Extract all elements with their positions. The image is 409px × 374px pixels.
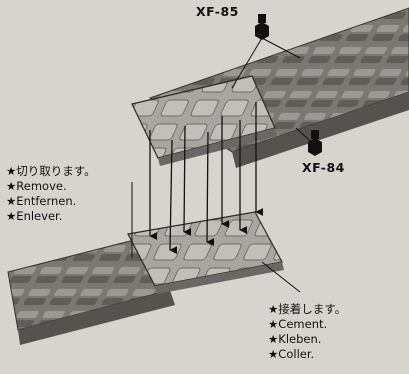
upper-pad-part (131, 75, 277, 166)
paint-code-top: XF-85 (196, 4, 239, 19)
cement-instructions: ★接着します。 ★Cement. ★Kleben. ★Coller. (268, 302, 346, 362)
remove-instruction-en: ★Remove. (6, 179, 67, 193)
remove-instruction-de: ★Entfernen. (6, 194, 77, 208)
paint-bottle-icon (308, 130, 322, 156)
leader-lines (131, 37, 319, 293)
remove-instruction-fr: ★Enlever. (6, 209, 63, 223)
arrow-icon (183, 125, 192, 236)
cement-instruction-ja: ★接着します。 (268, 302, 347, 316)
cement-instruction-fr: ★Coller. (268, 347, 315, 361)
cement-instruction-en: ★Cement. (268, 317, 328, 331)
paint-code-right: XF-84 (302, 160, 345, 175)
remove-instructions: ★切り取ります。 ★Remove. ★Entfernen. ★Enlever. (6, 164, 96, 224)
placement-arrows (149, 102, 264, 255)
paint-bottle-icon (255, 14, 269, 40)
cement-instruction-de: ★Kleben. (268, 332, 322, 346)
remove-instruction-ja: ★切り取ります。 (6, 164, 96, 178)
arrow-icon (169, 139, 178, 255)
arrow-icon (206, 131, 215, 246)
